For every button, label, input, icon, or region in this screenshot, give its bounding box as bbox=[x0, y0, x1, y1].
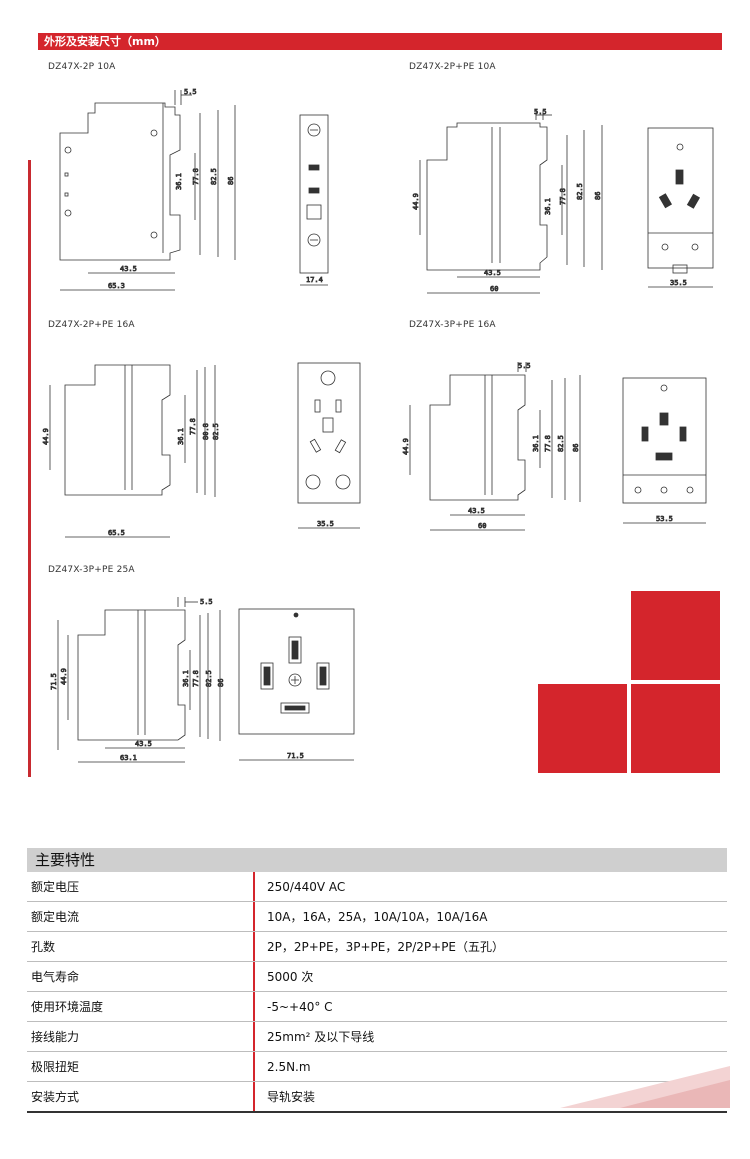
table-row: 安装方式 导轨安装 bbox=[27, 1082, 727, 1113]
table-row: 接线能力 25mm² 及以下导线 bbox=[27, 1022, 727, 1052]
dim-m1-top: 5.5 bbox=[184, 88, 197, 96]
dim-m5-d: 86 bbox=[217, 679, 225, 687]
row-divider bbox=[253, 1052, 255, 1081]
side-view-drawing-3: 44.9 36.1 77.8 80.8 82.5 65.5 bbox=[40, 355, 240, 544]
front-view-drawing-2: 35.5 bbox=[645, 125, 720, 299]
dim-m4-front-w: 53.5 bbox=[656, 515, 673, 523]
dim-m1-b: 77.8 bbox=[192, 168, 200, 185]
table-row: 电气寿命 5000 次 bbox=[27, 962, 727, 992]
red-decor-block-3 bbox=[631, 684, 720, 773]
section-title: 外形及安装尺寸（mm） bbox=[44, 35, 166, 48]
spec-key: 极限扭矩 bbox=[31, 1060, 80, 1074]
dim-m4-h: 44.9 bbox=[402, 438, 410, 455]
side-view-drawing-2: 5.5 44.9 36.1 77.8 82.5 86 43.5 60 bbox=[412, 105, 612, 304]
dim-m1-w1: 43.5 bbox=[120, 265, 137, 273]
spec-key: 安装方式 bbox=[31, 1090, 80, 1104]
dim-m2-b: 77.8 bbox=[559, 188, 567, 205]
dim-m4-c: 82.5 bbox=[557, 435, 565, 452]
dim-m2-h: 44.9 bbox=[412, 193, 420, 210]
front-view-drawing-1: 17.4 bbox=[295, 110, 335, 299]
dim-m2-c: 82.5 bbox=[576, 183, 584, 200]
dim-m5-front-w: 71.5 bbox=[287, 752, 304, 760]
side-accent-line bbox=[28, 160, 31, 777]
dim-m2-front-w: 35.5 bbox=[670, 279, 687, 287]
spec-key: 接线能力 bbox=[31, 1030, 80, 1044]
dim-m2-w1: 43.5 bbox=[484, 269, 501, 277]
red-decor-block-1 bbox=[631, 591, 720, 680]
spec-value: 25mm² 及以下导线 bbox=[267, 1030, 375, 1044]
side-view-drawing-4: 5.5 44.9 36.1 77.8 82.5 86 43.5 60 bbox=[400, 360, 600, 544]
spec-table: 主要特性 额定电压 250/440V AC 额定电流 10A，16A，25A，10A… bbox=[27, 848, 727, 1113]
dim-m2-a: 36.1 bbox=[544, 198, 552, 215]
dim-m3-c: 80.8 bbox=[202, 423, 210, 440]
dim-m1-a: 36.1 bbox=[175, 173, 183, 190]
front-view-drawing-5: 71.5 bbox=[235, 605, 360, 774]
row-divider bbox=[253, 1082, 255, 1111]
dim-m1-front-w: 17.4 bbox=[306, 276, 323, 284]
dim-m1-c: 82.5 bbox=[210, 168, 218, 185]
spec-key: 电气寿命 bbox=[31, 970, 80, 984]
spec-key: 额定电压 bbox=[31, 880, 80, 894]
table-row: 极限扭矩 2.5N.m bbox=[27, 1052, 727, 1082]
dim-m3-w2: 65.5 bbox=[108, 529, 125, 537]
spec-value: 2P，2P+PE，3P+PE，2P/2P+PE（五孔） bbox=[267, 940, 505, 954]
dim-m4-b: 77.8 bbox=[544, 435, 552, 452]
row-divider bbox=[253, 872, 255, 901]
dim-m2-w2: 60 bbox=[490, 285, 498, 293]
spec-value: 10A，16A，25A，10A/10A，10A/16A bbox=[267, 910, 488, 924]
dim-m5-h: 44.9 bbox=[60, 668, 68, 685]
table-row: 孔数 2P，2P+PE，3P+PE，2P/2P+PE（五孔） bbox=[27, 932, 727, 962]
dim-m5-c: 82.5 bbox=[205, 670, 213, 687]
front-view-drawing-3: 35.5 bbox=[295, 360, 365, 539]
spec-key: 使用环境温度 bbox=[31, 1000, 104, 1014]
dim-m2-d: 86 bbox=[594, 192, 602, 200]
spec-value: 导轨安装 bbox=[267, 1090, 316, 1104]
model-label-2: DZ47X-2P+PE 10A bbox=[409, 62, 496, 72]
dim-m4-a: 36.1 bbox=[532, 435, 540, 452]
spec-value: 250/440V AC bbox=[267, 879, 346, 894]
row-divider bbox=[253, 902, 255, 931]
spec-value: 5000 次 bbox=[267, 970, 314, 984]
dim-m3-h: 44.9 bbox=[42, 428, 50, 445]
dim-m3-d: 82.5 bbox=[212, 423, 220, 440]
dim-m4-w1: 43.5 bbox=[468, 507, 485, 515]
model-label-3: DZ47X-2P+PE 16A bbox=[48, 320, 135, 330]
spec-table-title: 主要特性 bbox=[27, 848, 727, 872]
model-label-1: DZ47X-2P 10A bbox=[48, 62, 116, 72]
model-label-5: DZ47X-3P+PE 25A bbox=[48, 565, 135, 575]
table-row: 额定电压 250/440V AC bbox=[27, 872, 727, 902]
dim-m5-w2: 63.1 bbox=[120, 754, 137, 762]
table-row: 额定电流 10A，16A，25A，10A/10A，10A/16A bbox=[27, 902, 727, 932]
dim-m5-top: 5.5 bbox=[200, 598, 213, 606]
table-row: 使用环境温度 -5~+40° C bbox=[27, 992, 727, 1022]
dim-m4-w2: 60 bbox=[478, 522, 486, 530]
dim-m2-top: 5.5 bbox=[534, 108, 547, 116]
front-view-drawing-4: 53.5 bbox=[620, 375, 710, 539]
spec-value: 2.5N.m bbox=[267, 1059, 311, 1074]
spec-key: 孔数 bbox=[31, 940, 56, 954]
row-divider bbox=[253, 1022, 255, 1051]
dim-m5-h1: 71.5 bbox=[50, 673, 58, 690]
side-view-drawing-5: 5.5 71.5 44.9 36.1 77.8 82.5 86 43.5 63.… bbox=[50, 595, 240, 774]
dim-m1-d: 86 bbox=[227, 177, 235, 185]
section-title-bar: 外形及安装尺寸（mm） bbox=[38, 33, 722, 50]
dim-m4-top: 5.5 bbox=[518, 362, 531, 370]
red-decor-block-2 bbox=[538, 684, 627, 773]
side-view-drawing-1: 5.5 36.1 77.8 82.5 86 43.5 65.3 bbox=[50, 85, 250, 304]
dim-m4-d: 86 bbox=[572, 444, 580, 452]
row-divider bbox=[253, 962, 255, 991]
dim-m5-b: 77.8 bbox=[192, 670, 200, 687]
dim-m1-w2: 65.3 bbox=[108, 282, 125, 290]
dim-m5-a: 36.1 bbox=[182, 670, 190, 687]
row-divider bbox=[253, 932, 255, 961]
row-divider bbox=[253, 992, 255, 1021]
dim-m3-front-w: 35.5 bbox=[317, 520, 334, 528]
dim-m3-b: 77.8 bbox=[189, 418, 197, 435]
corner-decor bbox=[560, 1066, 730, 1108]
dim-m5-w1: 43.5 bbox=[135, 740, 152, 748]
dim-m3-a: 36.1 bbox=[177, 428, 185, 445]
model-label-4: DZ47X-3P+PE 16A bbox=[409, 320, 496, 330]
spec-value: -5~+40° C bbox=[267, 999, 333, 1014]
spec-key: 额定电流 bbox=[31, 910, 80, 924]
